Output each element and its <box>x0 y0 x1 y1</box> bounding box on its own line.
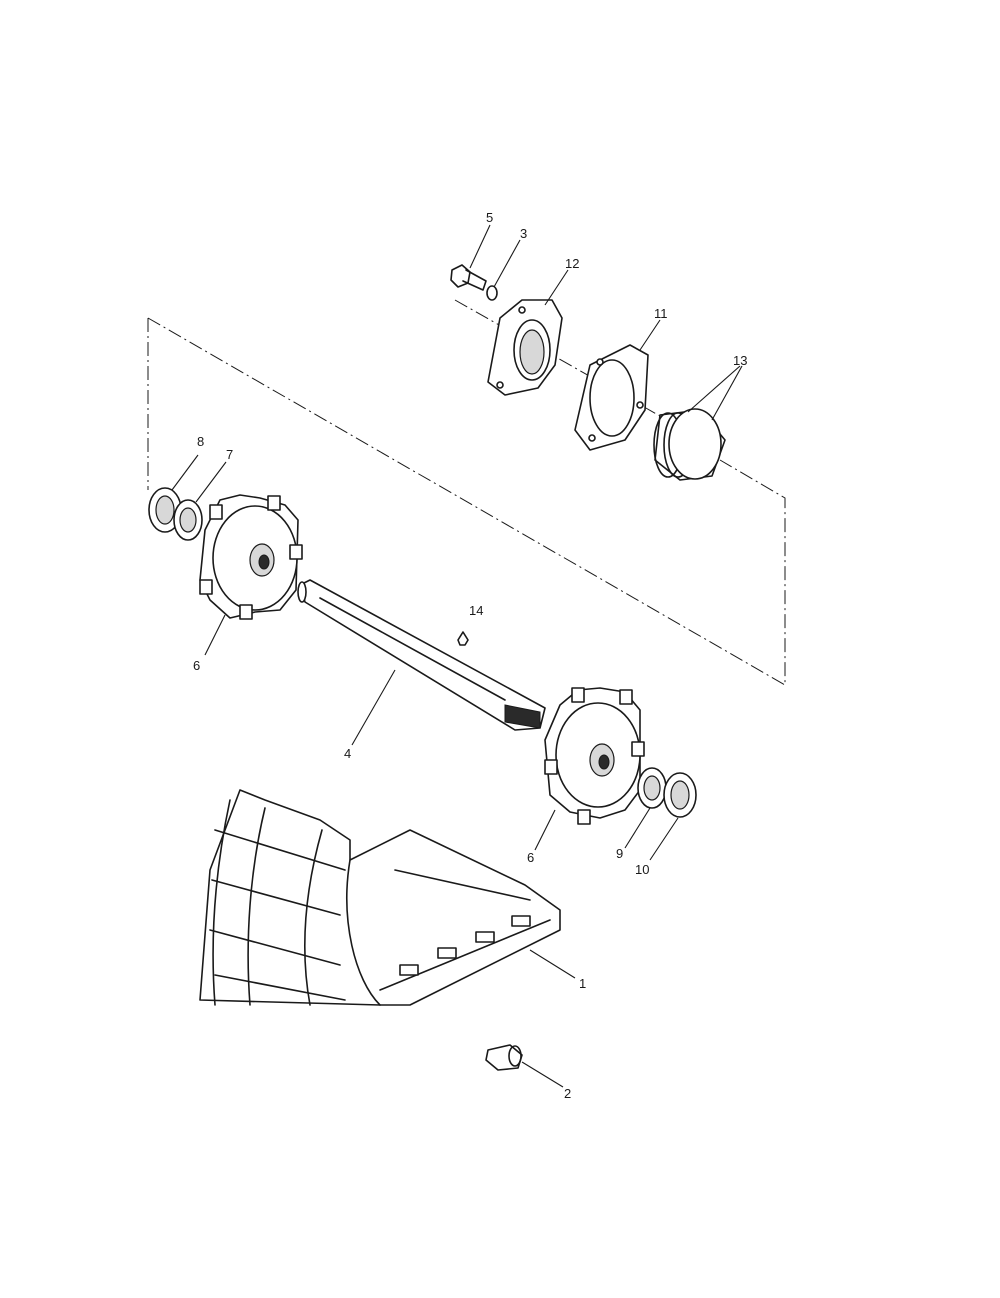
washer-part-3 <box>486 239 521 301</box>
callout-label: 6 <box>193 658 200 673</box>
callout-label: 1 <box>579 976 586 991</box>
callout-label: 14 <box>469 603 483 618</box>
callout-label: 9 <box>616 846 623 861</box>
callout-label: 13 <box>733 353 747 368</box>
clip-part-2 <box>485 1044 564 1088</box>
gasket-plate-part-11 <box>574 319 661 451</box>
sprocket-part-6-left <box>199 494 303 656</box>
phantom-assembly-line <box>147 299 786 686</box>
callout-label: 6 <box>527 850 534 865</box>
callout-label: 12 <box>565 256 579 271</box>
callout-label: 10 <box>635 862 649 877</box>
bolt-part-5 <box>450 224 491 291</box>
callout-label: 11 <box>654 306 668 321</box>
callout-label: 5 <box>486 210 493 225</box>
sprocket-part-6-right <box>534 687 645 851</box>
drive-shaft-part-4 <box>297 579 546 746</box>
callout-label: 3 <box>520 226 527 241</box>
callout-label: 4 <box>344 746 351 761</box>
bearing-part-8 <box>148 454 199 533</box>
bearing-housing-part-12 <box>487 269 569 396</box>
bearing-cap-part-13 <box>653 365 743 481</box>
grease-fitting-part-14 <box>457 631 469 646</box>
track-part-1 <box>199 789 576 1006</box>
bearing-part-10 <box>649 772 697 861</box>
callout-label: 7 <box>226 447 233 462</box>
seal-part-7 <box>173 461 227 541</box>
callout-label: 8 <box>197 434 204 449</box>
callout-label: 2 <box>564 1086 571 1101</box>
